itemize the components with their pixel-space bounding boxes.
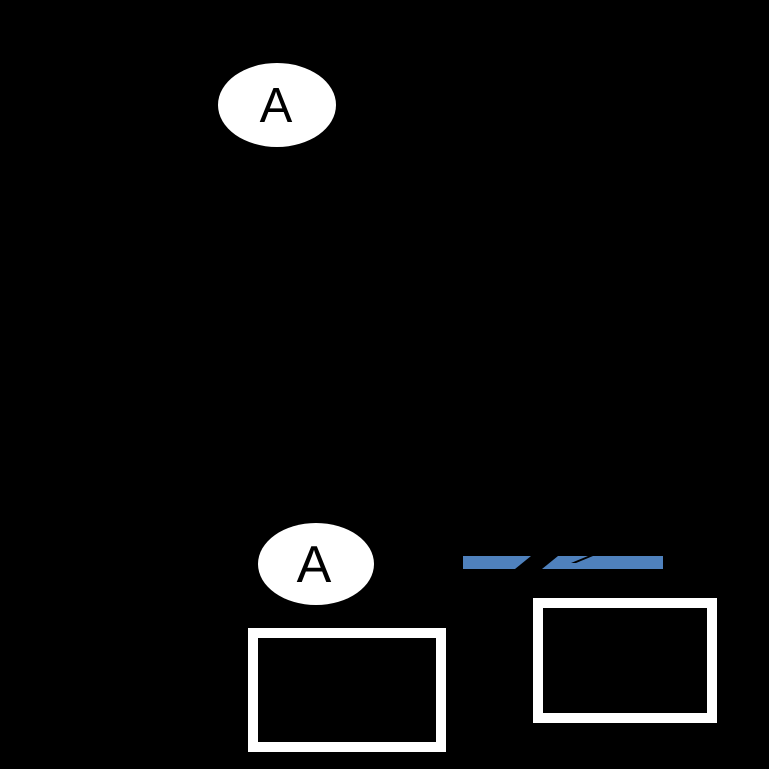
node-a-bottom-label: A	[297, 536, 332, 594]
node-a-bottom-ellipse	[258, 523, 374, 605]
node-a-bottom: A	[258, 523, 374, 605]
bar-break-slash-thin	[571, 556, 593, 563]
blue-bar	[463, 556, 663, 569]
blue-bar-group	[463, 556, 663, 569]
node-a-top: A	[218, 63, 336, 147]
bar-break-slash-wide	[515, 556, 558, 569]
left-box	[248, 628, 446, 752]
node-a-top-ellipse	[218, 63, 336, 147]
right-box	[533, 598, 717, 723]
node-a-top-label: A	[260, 79, 293, 133]
